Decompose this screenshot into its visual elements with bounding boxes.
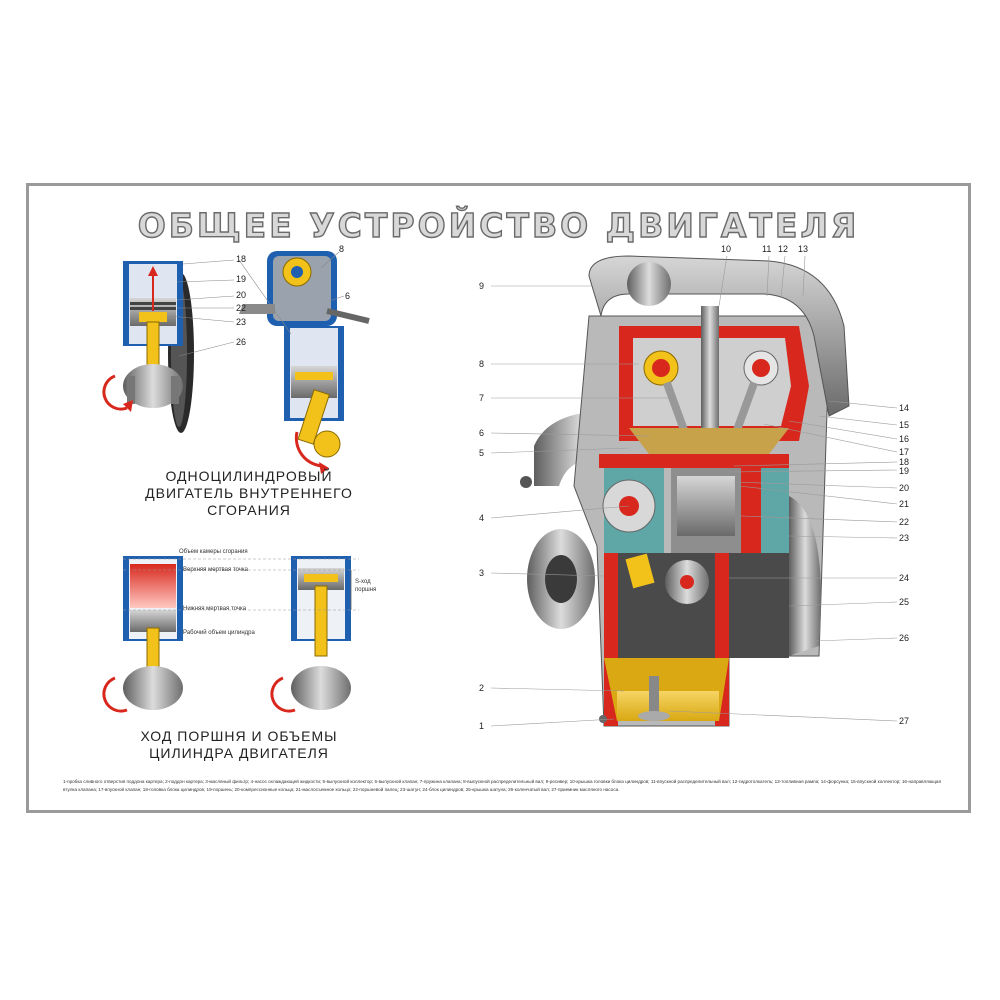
callout-11: 11 [762,244,772,254]
callout-17: 17 [899,447,910,457]
caption-line: ЦИЛИНДРА ДВИГАТЕЛЯ [149,745,329,761]
poster: ОБЩЕЕ УСТРОЙСТВО ДВИГАТЕЛЯ [26,183,971,813]
callout-5: 5 [479,448,485,458]
callout-16: 16 [899,434,910,444]
caption-line: ОДНОЦИЛИНДРОВЫЙ [165,468,333,484]
callout-23-small: 23 [236,317,247,327]
callout-4: 4 [479,513,485,523]
callout-19-small: 19 [236,274,247,284]
callout-26: 26 [899,633,910,643]
label-working-volume: Рабочий объем цилиндра [183,630,255,636]
callout-6: 6 [479,428,485,438]
callout-18-small: 18 [236,254,247,264]
callout-8: 8 [479,359,485,369]
intake-manifold [588,255,850,417]
label-stroke-2: поршня [355,587,377,593]
engine-illustrations [102,251,898,727]
single-cylinder-diagram [102,251,370,474]
callout-24: 24 [899,573,910,583]
callout-20: 20 [899,483,910,493]
callout-25: 25 [899,597,910,607]
callout-19: 19 [899,466,910,476]
callout-3: 3 [479,568,485,578]
stroke-caption: ХОД ПОРШНЯ И ОБЪЕМЫ ЦИЛИНДРА ДВИГАТЕЛЯ [99,728,379,762]
callout-22-small: 22 [236,303,247,313]
callout-20-small: 20 [236,290,247,300]
callout-8-small: 8 [339,244,345,254]
callout-12: 12 [778,244,789,254]
main-engine-cutaway [490,255,898,727]
caption-line: ХОД ПОРШНЯ И ОБЪЕМЫ [140,728,338,744]
callout-26-small: 26 [236,337,247,347]
callout-9: 9 [479,281,485,291]
single-engine-caption: ОДНОЦИЛИНДРОВЫЙ ДВИГАТЕЛЬ ВНУТРЕННЕГО СГ… [109,468,389,519]
callout-6-small: 6 [345,291,351,301]
callout-14: 14 [899,403,910,413]
callout-21: 21 [899,499,910,509]
callout-23: 23 [899,533,910,543]
callout-27: 27 [899,716,910,726]
callout-13: 13 [798,244,809,254]
callout-22: 22 [899,517,910,527]
label-chamber-volume: Объем камеры сгорания [179,549,248,555]
callout-18: 18 [899,457,910,467]
working-volume [130,564,176,608]
label-tdc: Верхняя мертвая точка [183,567,248,573]
label-bdc: Нижняя мертвая точка [183,606,247,612]
caption-line: СГОРАНИЯ [207,502,291,518]
parts-legend: 1-пробка сливного отверстия поддона карт… [63,779,941,792]
callout-2: 2 [479,683,485,693]
caption-line: ДВИГАТЕЛЬ ВНУТРЕННЕГО [145,485,353,501]
callout-15: 15 [899,420,910,430]
label-stroke: S-ход [355,579,371,585]
page-title: ОБЩЕЕ УСТРОЙСТВО ДВИГАТЕЛЯ [137,205,860,245]
callout-1: 1 [479,721,485,731]
callout-7: 7 [479,393,485,403]
callout-10: 10 [721,244,732,254]
piston-stroke-diagrams [102,556,359,713]
